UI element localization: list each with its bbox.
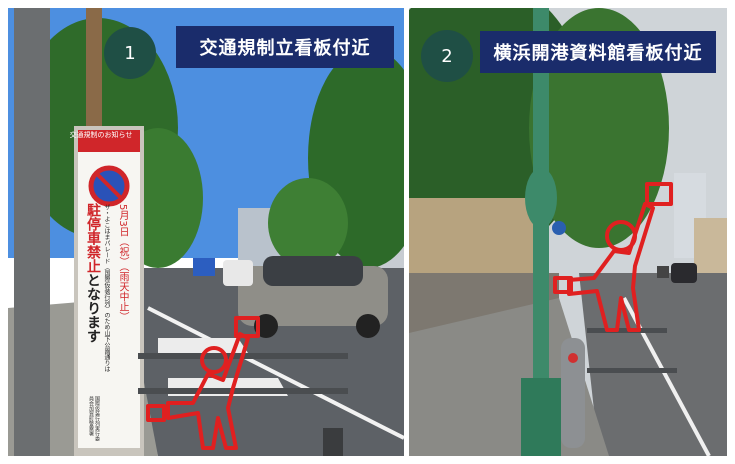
info-sign-icon (552, 221, 566, 235)
sign-ban-black: となります (85, 273, 101, 343)
sign-header-text: 交通規制のお知らせ (70, 131, 132, 139)
car (657, 266, 669, 278)
white-car (223, 260, 253, 286)
photo-traffic-sign-area: 交通規制のお知らせ 駐停車禁止となります 5月3日（祝）（雨天中止） ザ・よこは… (8, 8, 404, 456)
tree (268, 178, 348, 268)
sign-line-b: のため山下公園通りは (103, 312, 110, 372)
railing (587, 328, 667, 333)
road (579, 273, 727, 456)
bollard-light (568, 353, 578, 363)
no-parking-slash (95, 172, 123, 200)
street-scene-1 (8, 8, 404, 456)
sign-ban-text: 駐停車禁止となります (85, 203, 101, 343)
traffic-guard-figure-icon (146, 316, 260, 450)
lamp-post-ornament (525, 168, 557, 228)
photo-number-badge-2: 2 (421, 30, 473, 82)
car-window (263, 256, 363, 286)
sign-footer-text: 国際仮装行列実行委員会加賀町警察署 (88, 396, 100, 442)
sign-footer-b: 加賀町警察署 (88, 406, 94, 436)
utility-pole (14, 8, 50, 456)
photo-number-badge-1: 1 (104, 27, 156, 79)
sign-date: 5月3日（祝） (117, 204, 128, 267)
bus (193, 258, 215, 276)
sign-date-text: 5月3日（祝）（雨天中止） (117, 204, 128, 322)
bollard (323, 428, 343, 456)
bollard (561, 338, 585, 448)
sign-detail-text: ザ・よこはまパレード（国際仮装行列）のため山下公園通りは (103, 204, 110, 404)
lamp-post (533, 8, 549, 456)
sign-line-a: ザ・よこはまパレード（国際仮装行列） (103, 204, 110, 312)
crosswalk (158, 338, 248, 353)
lamp-post-base (521, 378, 561, 456)
sign-header-band (78, 130, 140, 152)
photo-title-1: 交通規制立看板付近 (176, 26, 394, 68)
traffic-guard-figure-icon (553, 182, 673, 332)
lane-line (147, 306, 404, 440)
photo-title-2: 横浜開港資料館看板付近 (480, 31, 716, 73)
car-wheel (356, 314, 380, 338)
sign-time-note: （雨天中止） (117, 266, 128, 322)
sign-footer-a: 国際仮装行列実行委員会 (88, 396, 100, 441)
sign-ban-red: 駐停車禁止 (85, 203, 101, 273)
railing (587, 368, 677, 373)
building (694, 218, 727, 278)
railing (138, 388, 348, 394)
car (671, 263, 697, 283)
